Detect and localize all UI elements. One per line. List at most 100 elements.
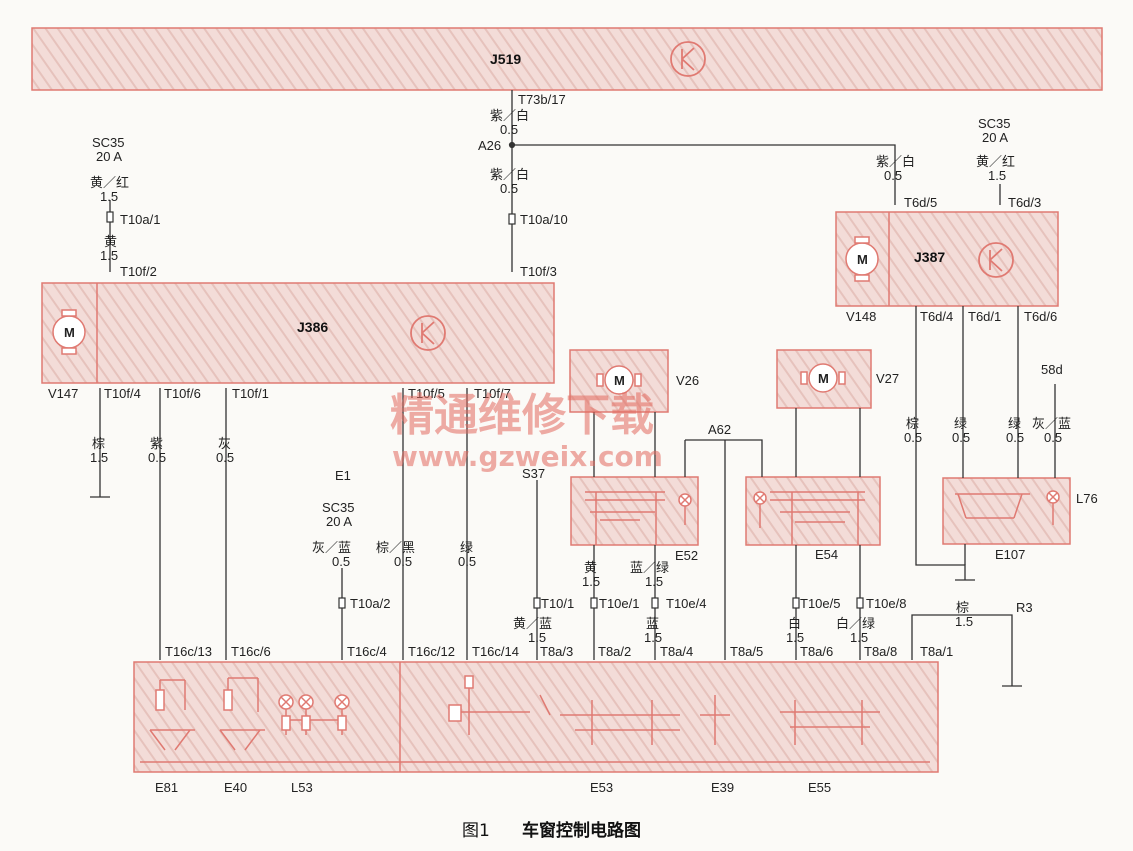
wire-gauge-label: 1.5 (988, 168, 1006, 183)
v27-label: V27 (876, 371, 899, 386)
wire-color-label: 白 (788, 616, 801, 632)
pin-label: T10f/3 (520, 264, 557, 279)
pin-label: T10f/7 (474, 386, 511, 401)
pin-label: T73b/17 (518, 92, 566, 107)
lamp-icon (1046, 490, 1060, 504)
wire-color-label: 棕 (92, 437, 105, 452)
pin-label: T10e/4 (666, 596, 706, 611)
motor-m-label: M (857, 252, 868, 267)
wire-gauge-label: 1.5 (582, 574, 600, 589)
wire-color-label: 黄／红 (90, 175, 129, 191)
pin-label: T16c/6 (231, 644, 271, 659)
wire-gauge-label: 0.5 (1044, 430, 1062, 445)
wire-gauge-label: 1.5 (955, 614, 973, 629)
pin-label: T16c/12 (408, 644, 455, 659)
wire-gauge-label: 1.5 (645, 574, 663, 589)
j519-box (31, 27, 1103, 91)
pin-label: T10f/6 (164, 386, 201, 401)
j387-label: J387 (914, 249, 945, 265)
wire-color-label: 灰 (218, 437, 231, 452)
pin-label: T10e/1 (599, 596, 639, 611)
pin-label: T6d/6 (1024, 309, 1057, 324)
wire-color-label: 灰／蓝 (1032, 417, 1071, 432)
v148-label: V148 (846, 309, 876, 324)
wire-gauge-label: 1.5 (786, 630, 804, 645)
wire-color-label: 蓝 (646, 617, 659, 632)
lamp-icon (753, 491, 767, 505)
e39-label: E39 (711, 780, 734, 795)
wire-gauge-label: 0.5 (952, 430, 970, 445)
wire-gauge-label: 0.5 (148, 450, 166, 465)
wire-gauge-label: 0.5 (458, 554, 476, 569)
j519-label: J519 (490, 51, 521, 67)
motor-icon (800, 363, 846, 393)
v26-label: V26 (676, 373, 699, 388)
caption-title: 车窗控制电路图 (522, 820, 641, 841)
wire-color-label: 蓝／绿 (630, 561, 669, 576)
fuse-label: SC35 (978, 116, 1011, 131)
e54-label: E54 (815, 547, 838, 562)
motor-m-label: M (614, 373, 625, 388)
wire-color-label: 紫／白 (490, 167, 529, 183)
pin-label: T6d/1 (968, 309, 1001, 324)
wire-color-label: 棕 (956, 601, 969, 616)
wire-gauge-label: 0.5 (394, 554, 412, 569)
wire-gauge-label: 0.5 (904, 430, 922, 445)
relay-k-icon (410, 315, 446, 351)
wire-gauge-label: 1.5 (100, 189, 118, 204)
pin-label: T6d/5 (904, 195, 937, 210)
pin-label: T10f/4 (104, 386, 141, 401)
j386-label: J386 (297, 319, 328, 335)
pin-label: T10f/1 (232, 386, 269, 401)
e107-label: E107 (995, 547, 1025, 562)
wire-color-label: 绿 (1008, 417, 1021, 432)
fuse-label: SC35 (92, 135, 125, 150)
lamp-icon (278, 694, 350, 710)
e55-label: E55 (808, 780, 831, 795)
fuse-label: SC35 (322, 500, 355, 515)
node-label: S37 (522, 466, 545, 481)
bottom-switch-box (133, 661, 939, 773)
wire-color-label: 黄／蓝 (513, 617, 552, 632)
motor-m-label: M (818, 371, 829, 386)
pin-label: T16c/13 (165, 644, 212, 659)
pin-label: T8a/6 (800, 644, 833, 659)
e54-box (745, 476, 881, 546)
pin-label: T6d/3 (1008, 195, 1041, 210)
pin-label: T16c/4 (347, 644, 387, 659)
wire-color-label: 黄 (104, 235, 117, 250)
e52-box (570, 476, 699, 546)
pin-label: T8a/1 (920, 644, 953, 659)
pin-label: T10a/1 (120, 212, 160, 227)
wire-color-label: 棕 (906, 417, 919, 432)
wire-color-label: 棕／黑 (376, 541, 415, 556)
pin-label: T10f/5 (408, 386, 445, 401)
caption-fig: 图1 (462, 821, 490, 841)
wire-gauge-label: 1.5 (100, 248, 118, 263)
pin-label: T16c/14 (472, 644, 519, 659)
pin-label: T10e/5 (800, 596, 840, 611)
wire-color-label: 紫／白 (876, 154, 915, 170)
wire-gauge-label: 0.5 (500, 122, 518, 137)
node-label: A26 (478, 138, 501, 153)
relay-k-icon (978, 242, 1014, 278)
pin-label: T8a/5 (730, 644, 763, 659)
e81-label: E81 (155, 780, 178, 795)
pin-label: T8a/4 (660, 644, 693, 659)
node-label: 58d (1041, 362, 1063, 377)
wire-gauge-label: 0.5 (500, 181, 518, 196)
motor-icon (596, 365, 642, 395)
node-label: A62 (708, 422, 731, 437)
node-label: R3 (1016, 600, 1033, 615)
wire-color-label: 黄 (584, 561, 597, 576)
fuse-rating-label: 20 A (96, 149, 122, 164)
wire-gauge-label: 1.5 (644, 630, 662, 645)
wire-color-label: 紫／白 (490, 108, 529, 124)
relay-k-icon (670, 41, 706, 77)
pin-label: T10e/8 (866, 596, 906, 611)
wire-color-label: 绿 (954, 417, 967, 432)
wire-color-label: 灰／蓝 (312, 541, 351, 556)
fuse-rating-label: 20 A (326, 514, 352, 529)
